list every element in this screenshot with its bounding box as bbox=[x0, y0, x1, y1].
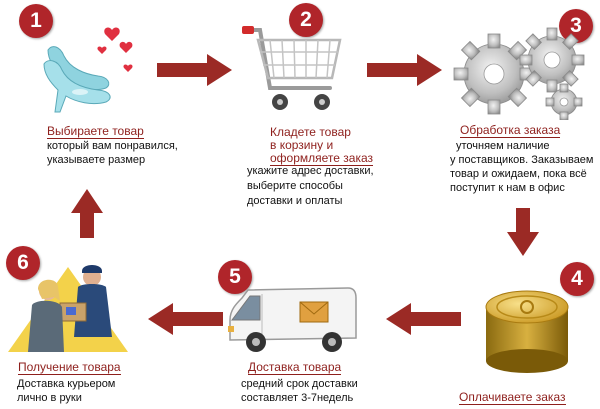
step-3-desc-line: поступит к нам в офис bbox=[450, 182, 565, 194]
step-6-description: Доставка курьером лично в руки bbox=[17, 377, 115, 405]
step-1-desc-line: который вам понравился, bbox=[47, 140, 178, 152]
step-2-desc-line: укажите адрес доставки, bbox=[247, 165, 374, 177]
step-6-desc-line: Доставка курьером bbox=[17, 378, 116, 390]
arrow-right-2-3 bbox=[367, 54, 442, 86]
step-1-desc-line: указываете размер bbox=[47, 154, 146, 166]
step-6-title: Получение товара bbox=[18, 360, 121, 375]
step-3-number: 3 bbox=[559, 9, 593, 43]
arrow-left-4-5 bbox=[386, 303, 461, 335]
step-6-desc-line: лично в руки bbox=[17, 392, 82, 404]
delivery-van-icon bbox=[228, 287, 357, 352]
step-2-title-line: оформляете заказ bbox=[270, 151, 374, 166]
step-1-description: который вам понравился, указываете разме… bbox=[47, 139, 178, 167]
step-5-desc-line: средний срок доставки bbox=[241, 378, 358, 390]
step-2-title: Кладете товар в корзину и оформляете зак… bbox=[270, 125, 374, 166]
step-3-desc-line: товар и ожидаем, пока всё bbox=[450, 168, 587, 180]
arrow-down-3-4 bbox=[507, 208, 539, 256]
step-3-desc-line: уточняем наличие bbox=[456, 140, 550, 152]
step-5-number: 5 bbox=[218, 260, 252, 294]
step-3-description: уточняем наличие у поставщиков. Заказыва… bbox=[450, 139, 594, 195]
step-2-title-line: Кладете товар bbox=[270, 125, 351, 139]
step-6-number: 6 bbox=[6, 246, 40, 280]
shoes-with-hearts-icon bbox=[43, 27, 133, 113]
step-2-title-line: в корзину и bbox=[270, 138, 334, 152]
gears-icon bbox=[453, 27, 585, 120]
arrow-left-5-6 bbox=[148, 303, 223, 335]
step-3-title: Обработка заказа bbox=[460, 123, 561, 138]
coins-stack-icon bbox=[485, 290, 569, 373]
step-2-desc-line: доставки и оплаты bbox=[247, 195, 343, 207]
arrow-right-1-2 bbox=[157, 54, 232, 86]
step-3-desc-line: у поставщиков. Заказываем bbox=[450, 154, 594, 166]
shopping-cart-icon bbox=[242, 26, 342, 110]
step-5-description: средний срок доставки составляет 3-7неде… bbox=[241, 377, 358, 405]
step-1-title: Выбираете товар bbox=[47, 124, 144, 139]
step-4-title: Оплачиваете заказ bbox=[459, 390, 566, 405]
step-5-title: Доставка товара bbox=[248, 360, 342, 375]
step-5-desc-line: составляет 3-7недель bbox=[241, 392, 354, 404]
arrow-up-6-1 bbox=[71, 189, 103, 238]
courier-handover-icon bbox=[8, 265, 128, 352]
step-1-number: 1 bbox=[19, 4, 53, 38]
step-4-number: 4 bbox=[560, 262, 594, 296]
step-2-number: 2 bbox=[289, 3, 323, 37]
step-2-desc-line: выберите способы bbox=[247, 180, 343, 192]
step-2-description: укажите адрес доставки, выберите способы… bbox=[247, 164, 374, 209]
